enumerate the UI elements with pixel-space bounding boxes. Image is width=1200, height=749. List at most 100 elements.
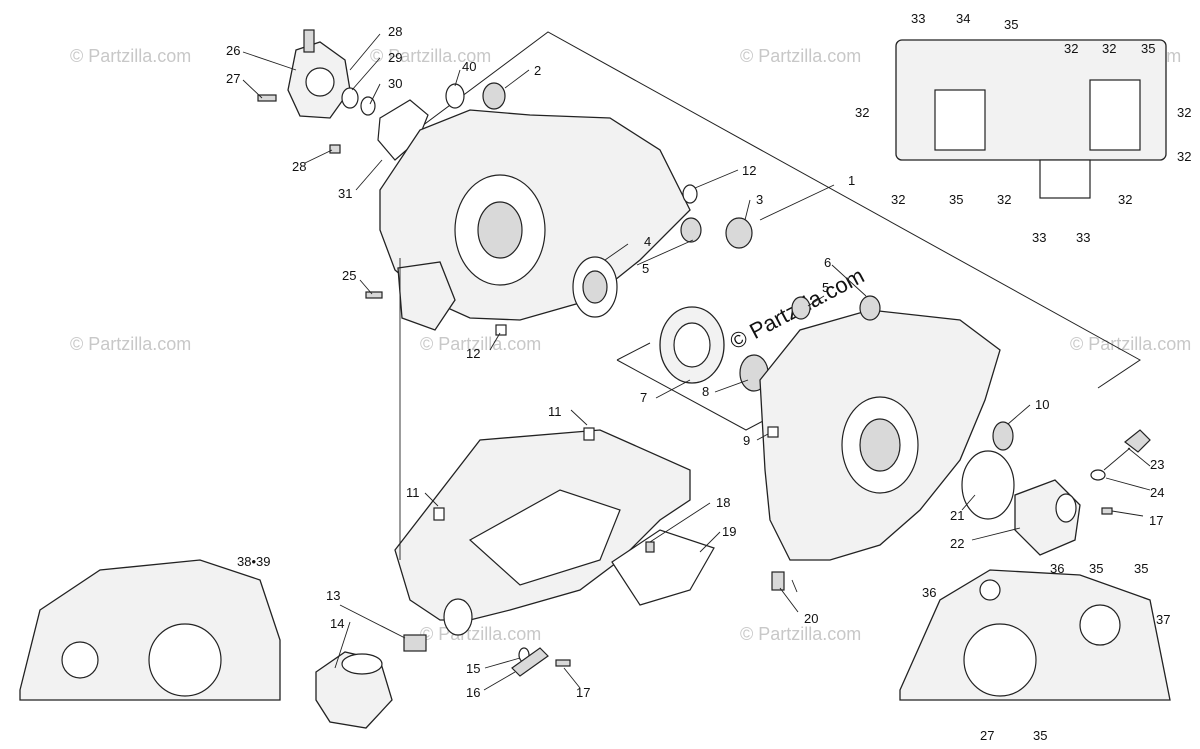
left-crankcase-foot — [397, 261, 456, 331]
stud-25 — [365, 291, 383, 299]
callout-35d: 35 — [1089, 561, 1103, 576]
callout-8: 8 — [702, 384, 709, 399]
callout-32h: 32 — [1118, 192, 1132, 207]
assembled-top-window — [934, 89, 986, 151]
assembled-top-sump — [1039, 159, 1091, 199]
dipstick-shaft — [1103, 447, 1131, 471]
screw-18 — [645, 541, 655, 553]
watermark-text: © Partzilla.com — [740, 624, 861, 644]
callout-21: 21 — [950, 508, 964, 523]
callout-5a: 5 — [642, 261, 649, 276]
callout-38-39: 38•39 — [237, 554, 270, 569]
callout-13: 13 — [326, 588, 340, 603]
callout-35c: 35 — [949, 192, 963, 207]
crank-bore-inner — [477, 201, 523, 259]
oil-pump-screw — [257, 94, 277, 102]
screw-17a — [555, 659, 571, 667]
seal-2 — [482, 82, 506, 110]
oil-pump-nipple — [303, 29, 315, 53]
callout-31: 31 — [338, 186, 352, 201]
watermark-text: © Partzilla.com — [740, 46, 861, 66]
assembled-right-case — [899, 569, 1171, 701]
callout-33a: 33 — [911, 11, 925, 26]
callout-27b: 27 — [980, 728, 994, 743]
gasket-19 — [611, 529, 715, 606]
callout-3: 3 — [756, 192, 763, 207]
screw-17b — [1101, 507, 1113, 515]
callout-32d: 32 — [1177, 105, 1191, 120]
assembled-right-small-bore — [1079, 604, 1121, 646]
callout-36b: 36 — [922, 585, 936, 600]
callout-25: 25 — [342, 268, 356, 283]
assembled-left-view — [19, 559, 281, 701]
callout-10: 10 — [1035, 397, 1049, 412]
bearing-5 — [680, 217, 702, 243]
callout-28b: 28 — [292, 159, 306, 174]
seal-5b — [791, 296, 811, 320]
callout-17b: 17 — [1149, 513, 1163, 528]
oil-filter-boss — [443, 598, 473, 636]
main-bearing-4-inner — [582, 270, 608, 304]
assembled-top-view — [895, 39, 1167, 199]
callout-32b: 32 — [1102, 41, 1116, 56]
callout-2: 2 — [534, 63, 541, 78]
callout-1: 1 — [848, 173, 855, 188]
callout-23: 23 — [1150, 457, 1164, 472]
dowel-pin — [329, 144, 341, 154]
callout-32f: 32 — [891, 192, 905, 207]
watermark-text: © Partzilla.com — [420, 334, 541, 354]
callout-16: 16 — [466, 685, 480, 700]
watermark-text: © Partzilla.com — [70, 46, 191, 66]
assembled-left-case — [19, 559, 281, 701]
strainer-cover-cap — [1055, 493, 1077, 523]
dowel-12b — [495, 324, 507, 336]
right-crankcase-half — [759, 295, 1014, 591]
callout-35a: 35 — [1004, 17, 1018, 32]
leader-lines — [242, 33, 1151, 691]
callout-32g: 32 — [997, 192, 1011, 207]
seal-40 — [445, 83, 465, 109]
dowel-12 — [682, 184, 698, 204]
callout-35f: 35 — [1033, 728, 1047, 743]
callout-labels: 1 2 3 4 5 5 6 7 8 9 10 11 11 12 12 13 14… — [226, 11, 1191, 743]
callout-18: 18 — [716, 495, 730, 510]
oil-pump-rotor — [305, 67, 335, 97]
callout-9: 9 — [743, 433, 750, 448]
callout-30: 30 — [388, 76, 402, 91]
callout-14: 14 — [330, 616, 344, 631]
left-crankcase-half — [379, 109, 691, 331]
assembled-right-bore — [963, 623, 1037, 697]
assembly-1-bracket — [409, 31, 1141, 389]
oil-pump-o-ring — [360, 96, 376, 116]
assembled-left-bore — [148, 623, 222, 697]
callout-33b: 33 — [1032, 230, 1046, 245]
oil-filter-top — [341, 653, 383, 675]
bearing-6 — [859, 295, 881, 321]
right-crank-bore-inner — [859, 418, 901, 472]
callout-12b: 12 — [466, 346, 480, 361]
dowel-11b — [433, 507, 445, 521]
callout-7: 7 — [640, 390, 647, 405]
callout-17a: 17 — [576, 685, 590, 700]
callout-34: 34 — [956, 11, 970, 26]
watermark-text: © Partzilla.com — [420, 624, 541, 644]
callout-4: 4 — [644, 234, 651, 249]
seal-10 — [992, 421, 1014, 451]
callout-37: 37 — [1156, 612, 1170, 627]
dowel-11a — [583, 427, 595, 441]
dipstick-23 — [1124, 429, 1151, 453]
callout-6: 6 — [824, 255, 831, 270]
callout-35e: 35 — [1134, 561, 1148, 576]
plug-20 — [771, 571, 785, 591]
callout-27a: 27 — [226, 71, 240, 86]
callout-32c: 32 — [855, 105, 869, 120]
callout-24: 24 — [1150, 485, 1164, 500]
callout-11b: 11 — [406, 485, 420, 500]
watermark-text: © Partzilla.com — [1070, 334, 1191, 354]
strainer-cover-group — [961, 429, 1151, 556]
callout-29: 29 — [388, 50, 402, 65]
watermark-text: © Partzilla.com — [370, 46, 491, 66]
callout-32a: 32 — [1064, 41, 1078, 56]
callout-22: 22 — [950, 536, 964, 551]
